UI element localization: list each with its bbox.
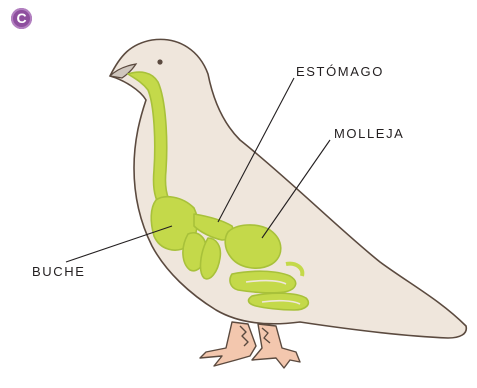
label-buche: BUCHE	[32, 264, 86, 279]
label-molleja: MOLLEJA	[334, 126, 404, 141]
label-estomago: ESTÓMAGO	[296, 64, 384, 79]
section-badge: C	[11, 8, 32, 29]
bird-feet	[200, 322, 300, 368]
bird-eye	[157, 59, 162, 64]
